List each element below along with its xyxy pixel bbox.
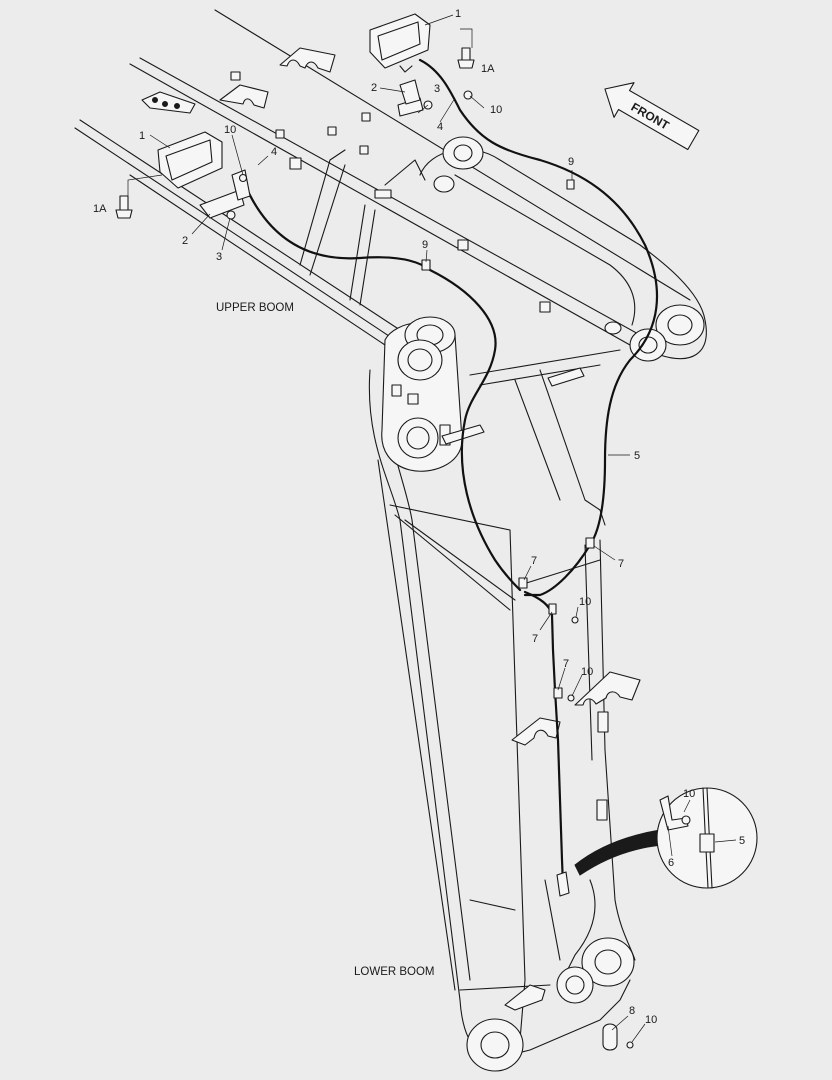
callout-7-d: 7 xyxy=(563,658,569,670)
callout-7-b: 7 xyxy=(618,558,624,570)
callout-10-top: 10 xyxy=(490,104,502,116)
callout-1-left: 1 xyxy=(139,130,145,142)
work-lamp-top xyxy=(369,13,431,117)
callout-1-top: 1 xyxy=(455,8,461,20)
callout-2-left: 2 xyxy=(182,235,188,247)
callout-5-right: 5 xyxy=(634,450,640,462)
callout-3-top: 3 xyxy=(434,83,440,95)
callout-10-bottom: 10 xyxy=(645,1014,657,1026)
callout-9-top: 9 xyxy=(568,156,574,168)
lower-boom-label: LOWER BOOM xyxy=(354,966,435,978)
bulb-icon xyxy=(115,47,475,219)
callout-7-c: 7 xyxy=(532,633,538,645)
callout-4-left: 4 xyxy=(271,146,277,158)
callout-3-left: 3 xyxy=(216,251,222,263)
callout-8-bottom: 8 xyxy=(629,1005,635,1017)
lower-boom xyxy=(368,316,641,1072)
callout-6-detail: 6 xyxy=(668,857,674,869)
detail-inset xyxy=(574,787,758,889)
callout-10-b: 10 xyxy=(581,666,593,678)
callout-10-detail: 10 xyxy=(683,788,695,800)
work-lamp-left xyxy=(157,131,251,219)
front-direction-arrow: FRONT xyxy=(604,82,700,151)
callout-1a-top: 1A xyxy=(481,63,495,75)
leader-lines xyxy=(127,14,646,1043)
callout-1a-left: 1A xyxy=(93,203,107,215)
callout-4-top: 4 xyxy=(437,121,443,133)
callout-2-top: 2 xyxy=(371,82,377,94)
callout-9-mid: 9 xyxy=(422,239,428,251)
callouts: 1 1A 2 3 4 10 9 1 1A 10 4 2 3 9 5 7 7 7 … xyxy=(93,8,745,1026)
callout-10-left: 10 xyxy=(224,124,236,136)
upper-boom xyxy=(74,9,707,526)
upper-boom-label: UPPER BOOM xyxy=(216,302,294,314)
callout-7-a: 7 xyxy=(531,555,537,567)
callout-10-a: 10 xyxy=(579,596,591,608)
callout-5-detail: 5 xyxy=(739,835,745,847)
